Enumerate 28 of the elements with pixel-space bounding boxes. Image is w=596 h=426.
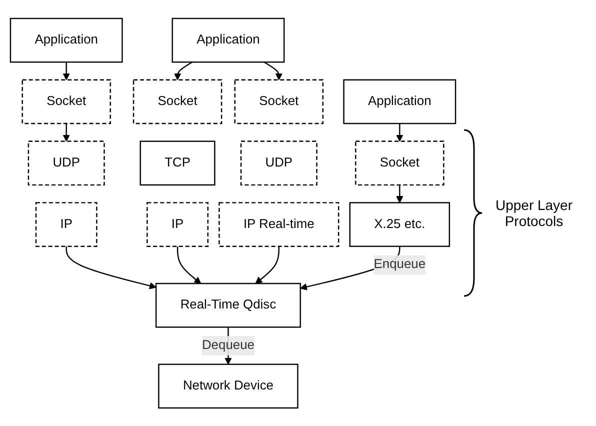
node-box: TCP: [140, 140, 216, 186]
arrow: [66, 246, 156, 289]
arrow: [396, 184, 404, 203]
node-box: IP: [146, 202, 208, 247]
arrow: [174, 61, 193, 80]
node-box: Real-Time Qdisc: [155, 282, 301, 328]
node-box: Socket: [234, 79, 324, 124]
node-box: Socket: [355, 140, 444, 186]
arrow: [264, 61, 282, 80]
arrow: [396, 123, 404, 142]
node-box: Application: [10, 18, 123, 62]
node-box: IP: [35, 202, 98, 247]
edge-label: Enqueue: [374, 257, 426, 272]
arrow: [62, 123, 70, 142]
node-box: X.25 etc.: [349, 202, 450, 247]
node-box: UDP: [240, 140, 318, 186]
node-box: UDP: [28, 140, 105, 186]
arrow: [255, 246, 280, 284]
arrow: [62, 62, 70, 80]
node-box: Application: [343, 79, 456, 124]
node-box: IP Real-time: [218, 202, 340, 247]
node-box: Socket: [22, 79, 111, 124]
node-box: Network Device: [158, 364, 298, 408]
node-box: Application: [172, 18, 285, 62]
annotation-label: Upper Layer Protocols: [494, 197, 574, 229]
node-box: Socket: [132, 79, 222, 124]
arrow: [176, 246, 202, 284]
edge-label: Dequeue: [202, 338, 254, 352]
